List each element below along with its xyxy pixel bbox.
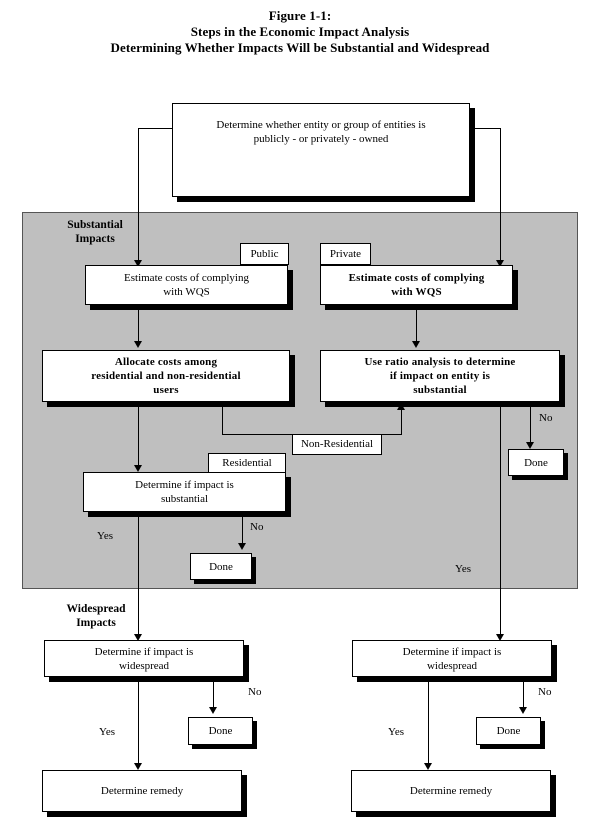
edge-label-no-substantial: No: [250, 521, 264, 533]
connector-top-left-v: [138, 128, 139, 262]
arrowhead-private-costs: [496, 260, 504, 267]
edge-label-yes-private: Yes: [455, 563, 472, 575]
arrowhead-allocate-costs: [134, 341, 142, 348]
tag-public: Public: [240, 243, 289, 265]
node-ratio-analysis[interactable]: Use ratio analysis to determine if impac…: [320, 350, 560, 402]
arrowhead-done-private: [526, 442, 534, 449]
connector-residential-v: [138, 407, 139, 467]
connector-private-to-ratio: [416, 310, 417, 343]
node-remedy-left[interactable]: Determine remedy: [42, 770, 242, 812]
arrowhead-done-public: [238, 543, 246, 550]
section-label-substantial-impacts: Substantial Impacts: [67, 219, 123, 245]
figure-title: Figure 1-1: Steps in the Economic Impact…: [0, 8, 600, 56]
arrowhead-substantial-impact: [134, 465, 142, 472]
connector-widespread-left-no: [213, 682, 214, 709]
connector-ratio-no: [530, 407, 531, 444]
connector-nonresidential-up: [401, 410, 402, 435]
arrowhead-ratio-analysis: [412, 341, 420, 348]
arrowhead-done-widespread-left: [209, 707, 217, 714]
node-entity-ownership[interactable]: Determine whether entity or group of ent…: [172, 103, 470, 197]
node-done-widespread-left[interactable]: Done: [188, 717, 253, 745]
edge-label-yes-substantial: Yes: [97, 530, 114, 542]
node-done-widespread-right[interactable]: Done: [476, 717, 541, 745]
arrowhead-public-costs: [134, 260, 142, 267]
figure-title-line-1: Figure 1-1:: [268, 8, 332, 23]
edge-label-no-widespread-left: No: [248, 686, 262, 698]
figure-title-line-3: Determining Whether Impacts Will be Subs…: [110, 40, 490, 55]
connector-public-to-allocate: [138, 310, 139, 343]
edge-label-yes-widespread-left: Yes: [99, 726, 116, 738]
node-widespread-left[interactable]: Determine if impact is widespread: [44, 640, 244, 677]
figure-title-line-2: Steps in the Economic Impact Analysis: [190, 24, 410, 39]
node-private-estimate-costs[interactable]: Estimate costs of complying with WQS: [320, 265, 513, 305]
arrowhead-remedy-right: [424, 763, 432, 770]
node-widespread-right[interactable]: Determine if impact is widespread: [352, 640, 552, 677]
connector-top-right-v: [500, 128, 501, 262]
arrowhead-widespread-left: [134, 634, 142, 641]
edge-label-no-ratio: No: [539, 412, 553, 424]
tag-non-residential: Non-Residential: [292, 434, 382, 455]
connector-top-left-h: [138, 128, 174, 129]
node-substantial-impact[interactable]: Determine if impact is substantial: [83, 472, 286, 512]
tag-residential: Residential: [208, 453, 286, 474]
connector-substantial-yes: [138, 517, 139, 639]
node-done-public-substantial[interactable]: Done: [190, 553, 252, 580]
connector-nonresidential-down: [222, 407, 223, 435]
connector-substantial-no: [242, 517, 243, 545]
connector-widespread-right-yes: [428, 682, 429, 766]
node-done-private-substantial[interactable]: Done: [508, 449, 564, 476]
node-public-estimate-costs[interactable]: Estimate costs of complying with WQS: [85, 265, 288, 305]
tag-private: Private: [320, 243, 371, 265]
arrowhead-ratio-analysis-return: [397, 403, 405, 410]
edge-label-yes-widespread-right: Yes: [388, 726, 405, 738]
connector-private-yes: [500, 407, 501, 639]
node-remedy-right[interactable]: Determine remedy: [351, 770, 551, 812]
arrowhead-widespread-right: [496, 634, 504, 641]
connector-top-right-h: [468, 128, 501, 129]
section-label-widespread-impacts: Widespread Impacts: [66, 603, 126, 629]
connector-widespread-left-yes: [138, 682, 139, 766]
connector-widespread-right-no: [523, 682, 524, 709]
arrowhead-done-widespread-right: [519, 707, 527, 714]
edge-label-no-widespread-right: No: [538, 686, 552, 698]
node-allocate-costs[interactable]: Allocate costs among residential and non…: [42, 350, 290, 402]
arrowhead-remedy-left: [134, 763, 142, 770]
